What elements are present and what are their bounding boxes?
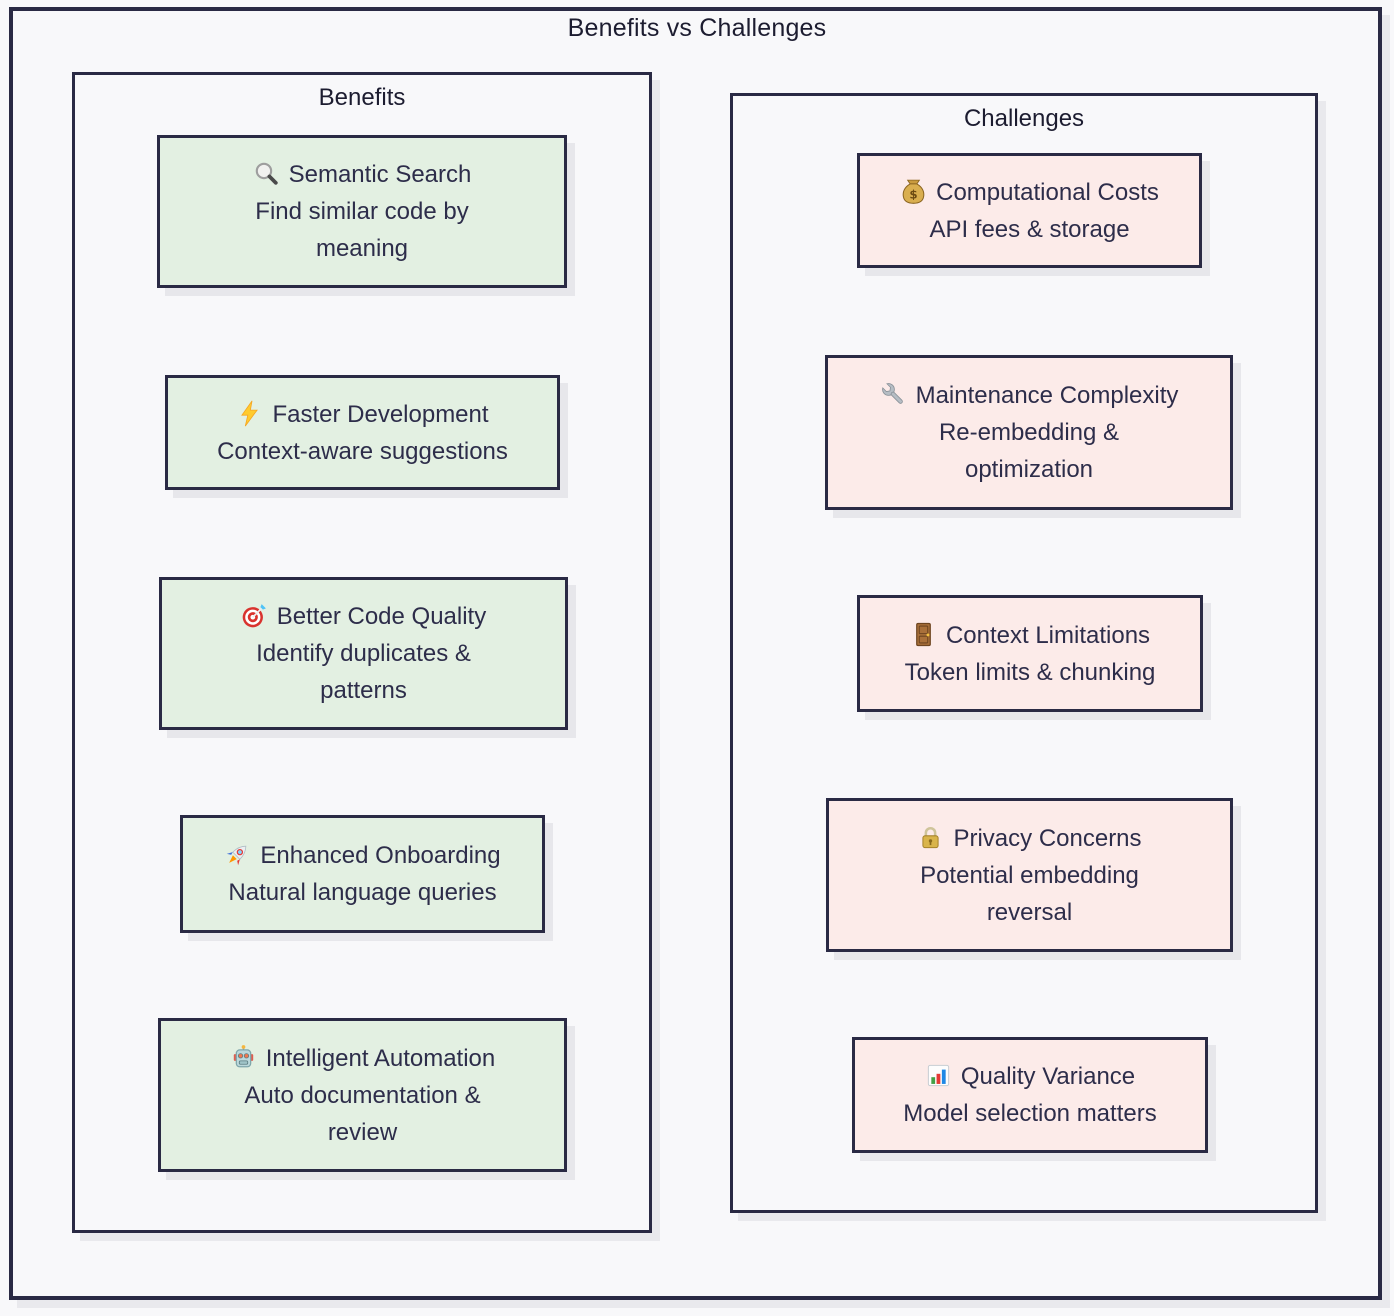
chart-icon (925, 1062, 952, 1089)
node-subtitle: Potential embedding (920, 861, 1139, 889)
node-title: Context Limitations (910, 617, 1150, 654)
node-title-text: Context Limitations (945, 621, 1151, 649)
challenge-node-context-limitations: Context Limitations Token limits & chunk… (857, 595, 1203, 712)
challenge-node-maintenance-complexity: Maintenance Complexity Re-embedding & op… (825, 355, 1233, 510)
moneybag-icon: $ (900, 178, 927, 205)
benefit-node-intelligent-automation: Intelligent Automation Auto documentatio… (158, 1018, 567, 1172)
node-title-text: Faster Development (272, 400, 489, 428)
node-title-text: Computational Costs (936, 178, 1159, 206)
lock-icon (917, 824, 944, 851)
node-title: Privacy Concerns (917, 820, 1142, 857)
node-subtitle: meaning (315, 235, 409, 262)
node-subtitle: Auto documentation & (244, 1081, 481, 1109)
node-title: Maintenance Complexity (880, 377, 1179, 414)
challenge-node-quality-variance: Quality Variance Model selection matters (852, 1037, 1208, 1153)
search-icon (253, 160, 280, 187)
node-title: $ Computational Costs (900, 174, 1159, 211)
benefit-node-faster-development: Faster Development Context-aware suggest… (165, 375, 560, 490)
node-title-text: Better Code Quality (276, 603, 487, 630)
node-subtitle: review (327, 1118, 398, 1146)
node-subtitle: Token limits & chunking (904, 658, 1156, 686)
node-title: Quality Variance (925, 1058, 1135, 1095)
benefit-node-semantic-search: Semantic Search Find similar code by mea… (157, 135, 567, 288)
benefits-cluster-label: Benefits (318, 84, 406, 111)
node-title-text: Intelligent Automation (265, 1044, 496, 1072)
node-title: Semantic Search (253, 156, 472, 193)
node-subtitle: Find similar code by (255, 198, 469, 225)
door-icon (910, 621, 937, 648)
node-title: Better Code Quality (241, 598, 486, 635)
target-icon (241, 602, 268, 629)
node-title-text: Semantic Search (288, 161, 472, 188)
svg-text:$: $ (910, 187, 918, 201)
node-subtitle: patterns (320, 677, 407, 704)
node-subtitle: Model selection matters (903, 1100, 1157, 1127)
node-title: Intelligent Automation (230, 1040, 496, 1077)
robot-icon (230, 1044, 257, 1071)
node-title-text: Quality Variance (960, 1063, 1136, 1090)
lightning-icon (236, 400, 263, 427)
node-subtitle: API fees & storage (929, 215, 1130, 243)
challenge-node-computational-costs: $ Computational Costs API fees & storage (857, 153, 1202, 268)
node-subtitle: Context-aware suggestions (217, 437, 508, 465)
node-subtitle: optimization (964, 456, 1094, 483)
rocket-icon (224, 841, 251, 868)
node-title: Faster Development (236, 396, 489, 433)
wrench-icon (880, 381, 907, 408)
benefit-node-enhanced-onboarding: Enhanced Onboarding Natural language que… (180, 815, 545, 933)
node-subtitle: Natural language queries (228, 879, 497, 906)
node-title: Enhanced Onboarding (224, 837, 501, 874)
node-title-text: Enhanced Onboarding (260, 842, 501, 869)
node-subtitle: Identify duplicates & (256, 640, 471, 667)
node-title-text: Privacy Concerns (953, 824, 1142, 852)
diagram-title: Benefits vs Challenges (567, 14, 827, 42)
challenge-node-privacy-concerns: Privacy Concerns Potential embedding rev… (826, 798, 1233, 952)
benefit-node-better-code-quality: Better Code Quality Identify duplicates … (159, 577, 568, 730)
challenges-cluster-label: Challenges (963, 105, 1085, 132)
node-subtitle: Re-embedding & (938, 419, 1120, 446)
node-title-text: Maintenance Complexity (915, 382, 1179, 409)
node-subtitle: reversal (986, 898, 1073, 926)
